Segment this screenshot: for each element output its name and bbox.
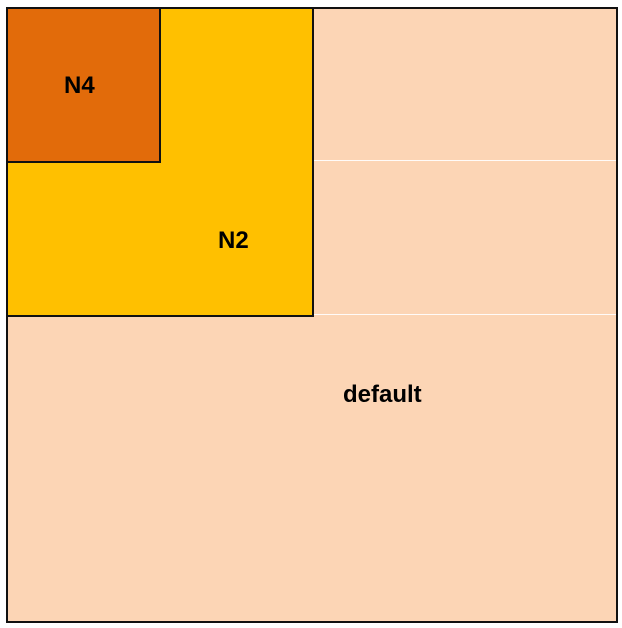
grid-divider (314, 314, 616, 315)
label-n2: N2 (218, 227, 249, 254)
label-default: default (343, 381, 422, 408)
grid-divider (314, 160, 616, 161)
region-n4 (6, 7, 161, 163)
label-n4: N4 (64, 72, 95, 99)
